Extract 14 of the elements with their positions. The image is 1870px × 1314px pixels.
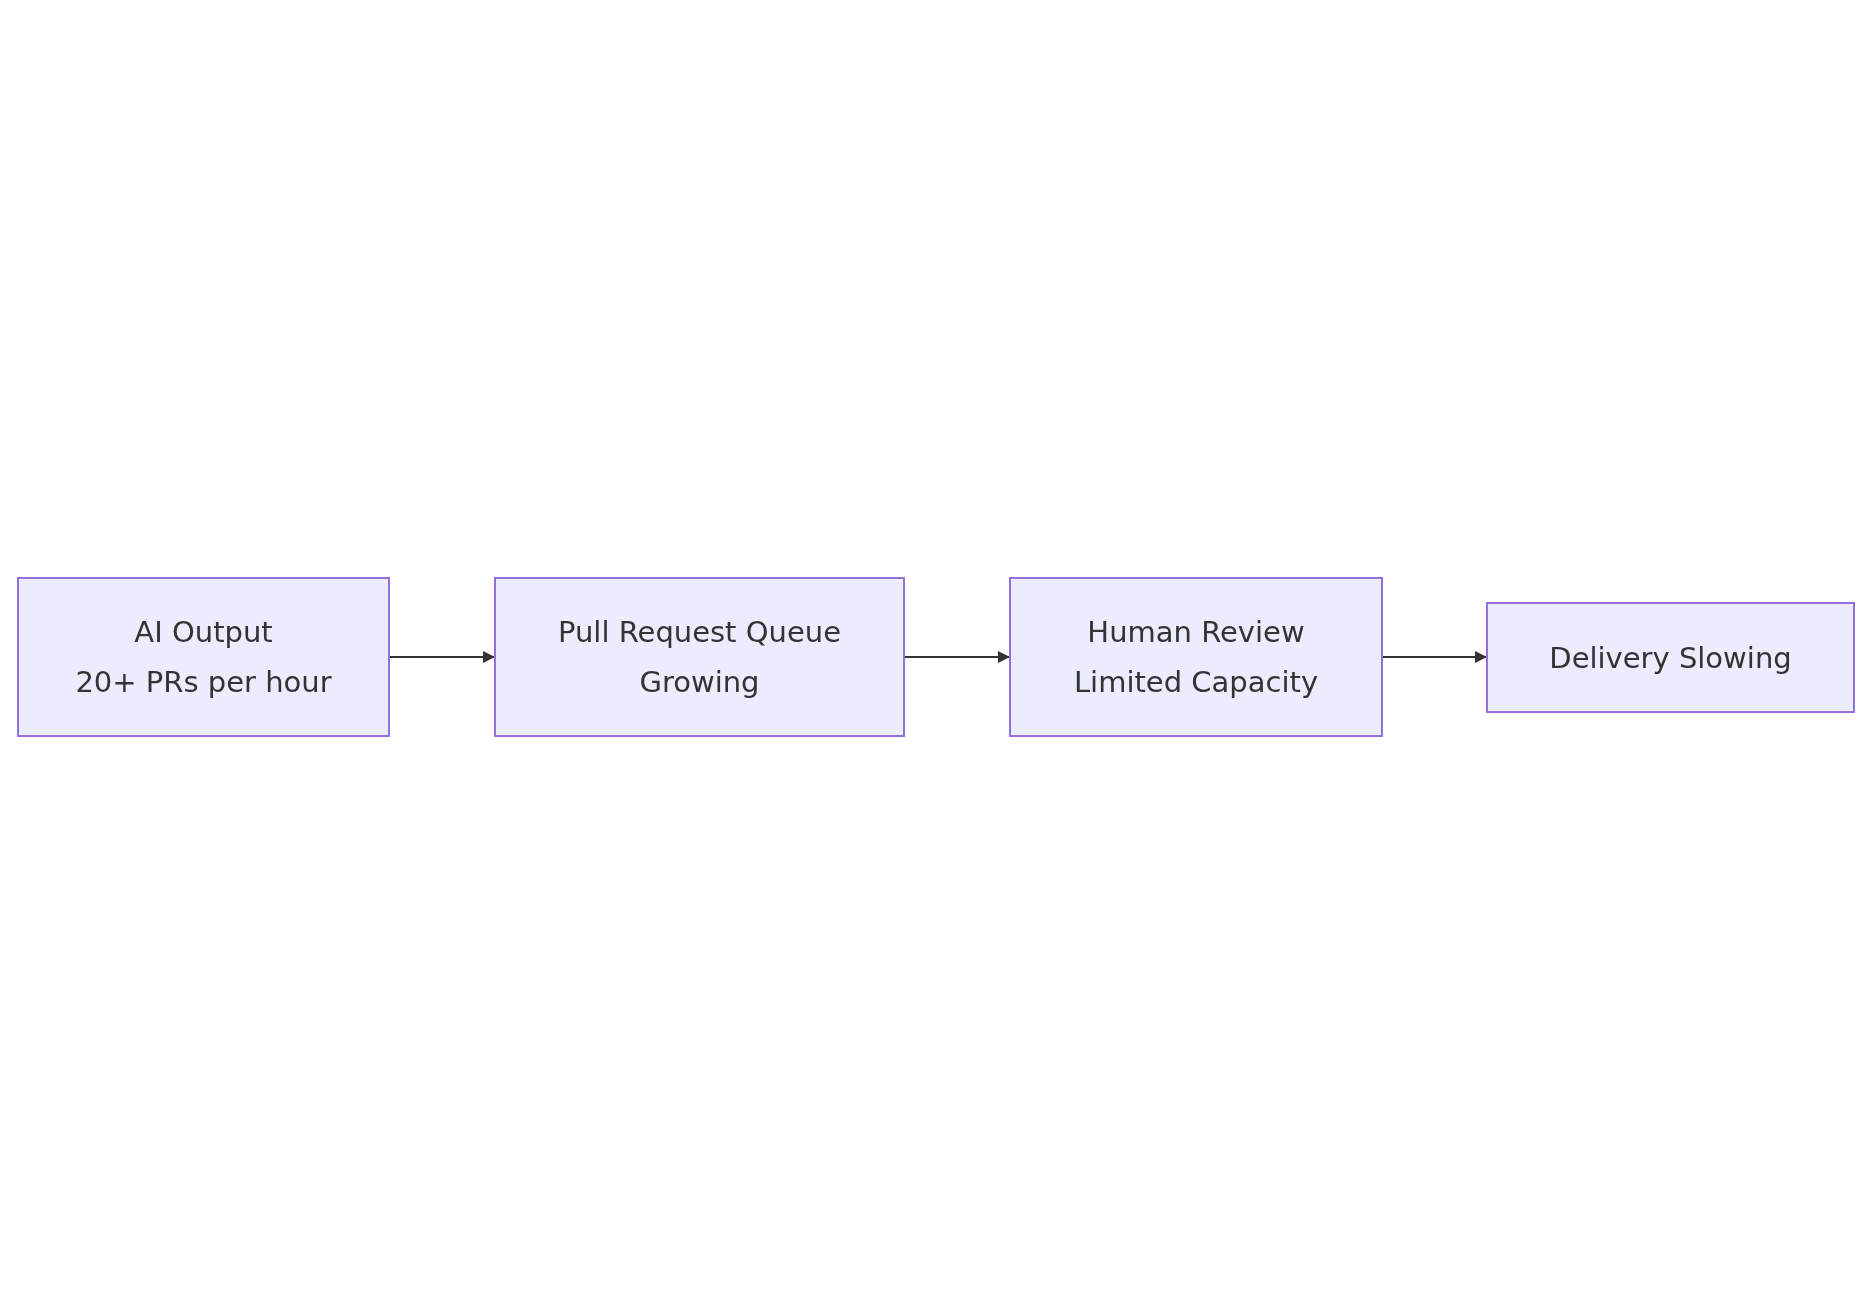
node-text: Delivery Slowing	[1549, 639, 1792, 677]
process-box	[494, 577, 905, 737]
node-text: Limited Capacity	[1073, 664, 1319, 701]
arrow	[1382, 651, 1487, 663]
node-text: 20+ PRs per hour	[75, 664, 332, 701]
node-text: AI Output	[134, 614, 273, 651]
node-text: Growing	[639, 664, 760, 701]
node-text: Pull Request Queue	[558, 614, 841, 651]
process-box	[17, 577, 390, 737]
arrow	[389, 651, 495, 663]
arrow	[904, 651, 1010, 663]
node-text: Human Review	[1087, 614, 1305, 651]
process-box	[1486, 602, 1855, 713]
process-box	[1009, 577, 1383, 737]
